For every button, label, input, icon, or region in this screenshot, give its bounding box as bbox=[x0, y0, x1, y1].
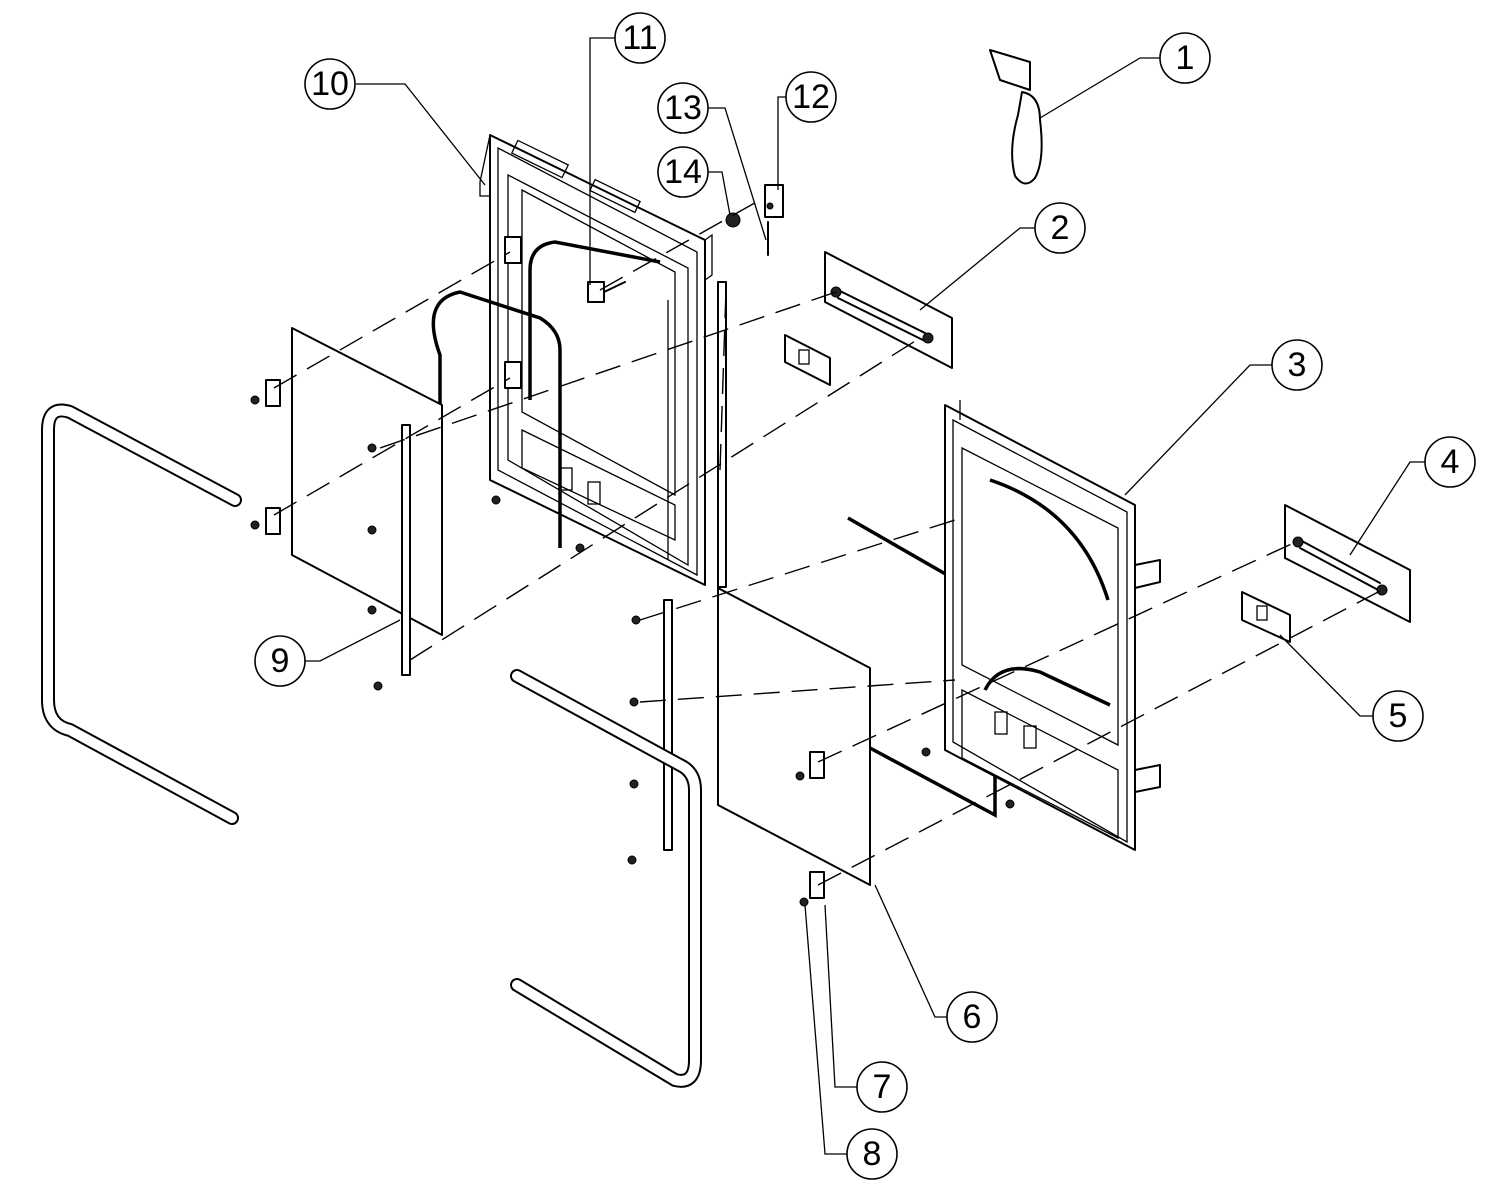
callout-11-label: 11 bbox=[622, 19, 657, 57]
callout-7-label: 7 bbox=[873, 1068, 892, 1106]
callout-9-label: 9 bbox=[271, 642, 290, 680]
center-clips bbox=[795, 751, 825, 907]
callout-3: 3 bbox=[1271, 339, 1323, 391]
callout-12: 12 bbox=[785, 71, 837, 123]
right-door-frame bbox=[944, 400, 1161, 851]
nut-part bbox=[725, 212, 741, 228]
callout-14-label: 14 bbox=[664, 153, 702, 191]
latch-catch-part bbox=[764, 184, 784, 218]
callout-13: 13 bbox=[657, 82, 709, 134]
callout-2-label: 2 bbox=[1051, 209, 1070, 247]
callout-10: 10 bbox=[304, 58, 356, 110]
callout-8-label: 8 bbox=[863, 1135, 882, 1173]
callout-9: 9 bbox=[254, 635, 306, 687]
callout-6: 6 bbox=[946, 991, 998, 1043]
callout-1-label: 1 bbox=[1176, 39, 1195, 77]
callout-14: 14 bbox=[657, 146, 709, 198]
left-tube-handle bbox=[41, 403, 242, 825]
callout-4: 4 bbox=[1424, 436, 1476, 488]
callout-8: 8 bbox=[846, 1128, 898, 1180]
assembly-lines bbox=[273, 199, 1383, 886]
right-latch-bracket bbox=[1241, 591, 1291, 643]
callout-6-label: 6 bbox=[963, 998, 982, 1036]
leader-lines bbox=[305, 37, 1425, 1155]
callout-2: 2 bbox=[1034, 202, 1086, 254]
callout-1: 1 bbox=[1159, 32, 1211, 84]
left-screws bbox=[367, 443, 585, 691]
left-glass-panel bbox=[291, 327, 443, 676]
door-handle bbox=[989, 49, 1043, 185]
callout-10-label: 10 bbox=[311, 65, 349, 103]
callout-3-label: 3 bbox=[1288, 346, 1307, 384]
callout-5-label: 5 bbox=[1389, 697, 1408, 735]
vertical-strip bbox=[717, 281, 727, 588]
left-door-frame bbox=[479, 134, 713, 586]
callout-12-label: 12 bbox=[792, 78, 830, 116]
callout-11: 11 bbox=[614, 12, 666, 64]
top-hinge-plate bbox=[824, 251, 953, 369]
center-tube-handle bbox=[510, 669, 702, 1088]
center-glass-panel bbox=[717, 587, 871, 886]
callout-7: 7 bbox=[856, 1061, 908, 1113]
right-hinge-plate bbox=[1284, 504, 1411, 623]
callout-13-label: 13 bbox=[664, 89, 702, 127]
callout-5: 5 bbox=[1372, 690, 1424, 742]
left-clips bbox=[250, 379, 281, 535]
latch-cam-part bbox=[587, 281, 626, 303]
callout-4-label: 4 bbox=[1441, 443, 1460, 481]
right-screws bbox=[921, 747, 1015, 809]
center-strip bbox=[627, 599, 673, 865]
left-gasket bbox=[431, 290, 562, 548]
top-latch-bracket bbox=[784, 334, 831, 386]
